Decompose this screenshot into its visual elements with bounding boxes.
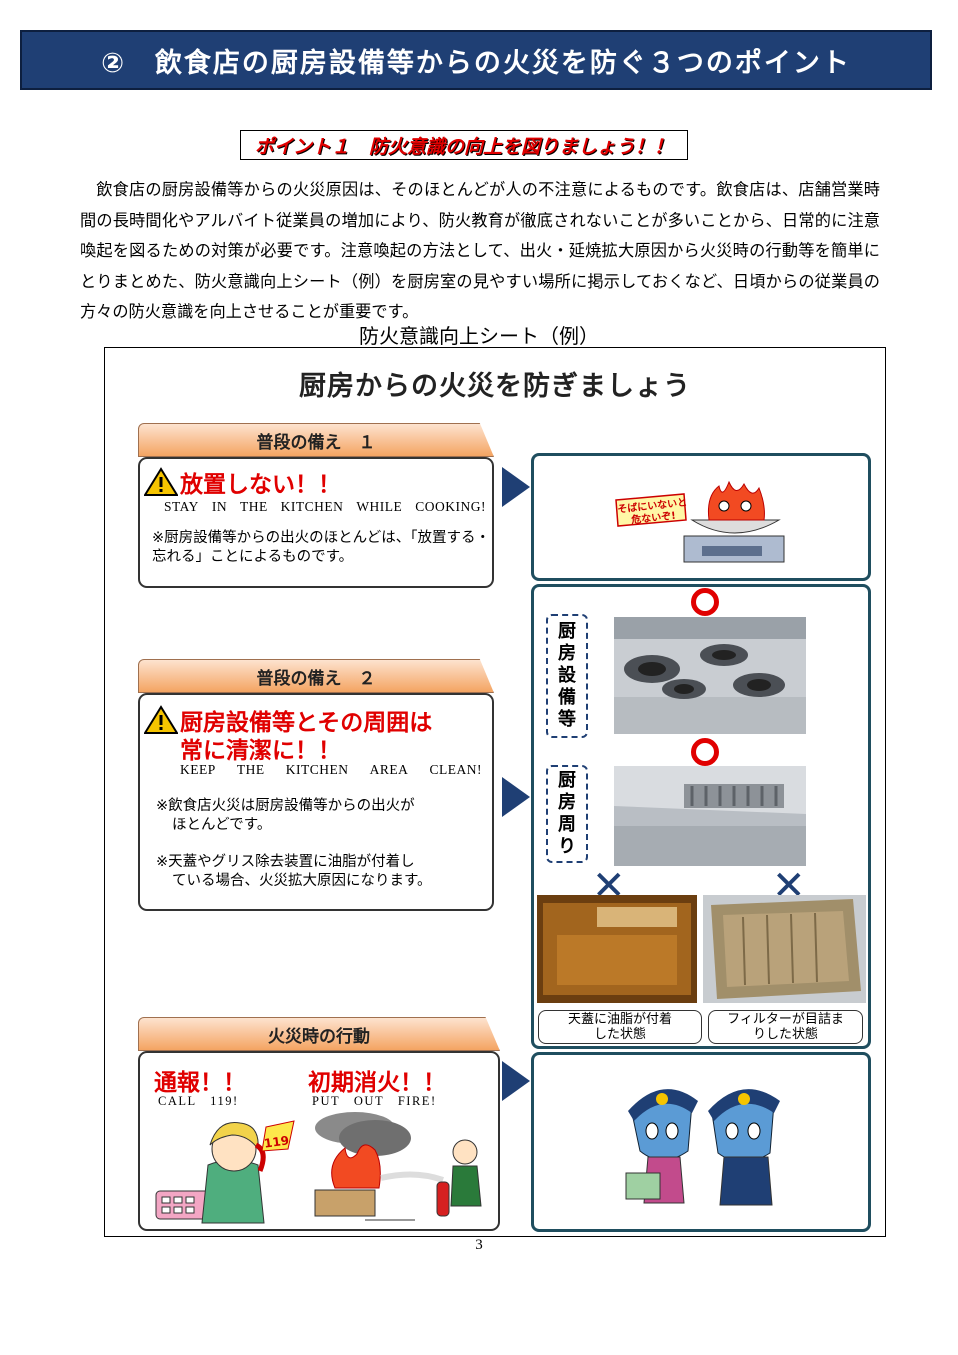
clogged-filter-photo (703, 895, 866, 1003)
section2-tab: 普段の備え ２ (138, 659, 494, 693)
section2-note2-line1: ※天蓋やグリス除去装置に油脂が付着し (156, 854, 415, 870)
extinguishing-fire-illustration (314, 1112, 482, 1221)
page-title: ② 飲食店の厨房設備等からの火災を防ぐ３つのポイント (20, 30, 932, 90)
good-mark-icon (691, 738, 719, 766)
good-mark-icon (691, 588, 719, 616)
section1-tab: 普段の備え １ (138, 423, 494, 457)
section3-tab: 火災時の行動 (138, 1017, 500, 1051)
greasy-hood-photo (537, 895, 697, 1003)
action-extinguish-english: PUT OUT FIRE! (312, 1094, 437, 1108)
clean-stove-photo (614, 617, 806, 734)
clean-hood-photo (614, 766, 806, 866)
section2-note1-line1: ※飲食店火災は厨房設備等からの出火が (156, 798, 415, 814)
sheet-caption: 防火意識向上シート（例） (359, 324, 599, 348)
section1-english: STAY IN THE KITCHEN WHILE COOKING! (164, 499, 486, 514)
warning-icon (144, 705, 178, 734)
section2-note2-line2: ている場合、火災拡大原因になります。 (172, 873, 432, 889)
section1-note: ※厨房設備等からの出火のほとんどは、「放置する・忘れる」ことによるものです。 (152, 530, 490, 565)
section3-box: 通報！！ CALL 119! 初期消火！！ PUT OUT FIRE! 119 (138, 1051, 500, 1231)
action-extinguish: 初期消火！！ (308, 1070, 446, 1096)
label-kitchen-surroundings: 厨 房 周 り (546, 765, 588, 863)
page-number: 3 (475, 1237, 483, 1253)
firefighter-mascots-illustration (625, 1089, 780, 1206)
sheet-title: 厨房からの火災を防ぎましょう (299, 371, 691, 402)
label-kitchen-equipment: 厨 房 設 備 等 (546, 614, 588, 738)
section3-mascot-box (531, 1052, 871, 1232)
intro-paragraph: 飲食店の厨房設備等からの火災原因は、そのほとんどが人の不注意によるものです。飲食… (80, 180, 880, 321)
warning-icon (144, 467, 178, 496)
calling-119-illustration (155, 1120, 295, 1224)
point1-heading: ポイント１ 防火意識の向上を図りましょう！！ (240, 130, 688, 160)
section1-box: 放置しない！！ STAY IN THE KITCHEN WHILE COOKIN… (138, 457, 494, 588)
section1-warning: 放置しない！！ (180, 472, 341, 498)
action-call-english: CALL 119! (158, 1094, 239, 1108)
section2-warning-line2: 常に清潔に！！ (180, 738, 341, 764)
section2-warning-line1: 厨房設備等とその周囲は (180, 710, 433, 736)
section2-note1-line2: ほとんどです。 (172, 817, 272, 833)
sheet-frame (104, 347, 886, 1237)
section2-box: 厨房設備等とその周囲は 常に清潔に！！ KEEP THE KITCHEN ARE… (138, 693, 494, 911)
section1-illustration-box: そばにいないと危ないぞ! (531, 453, 871, 581)
caption-greasy-hood: 天蓋に油脂が付着した状態 (538, 1010, 702, 1044)
action-call: 通報！！ (154, 1070, 246, 1096)
caption-clogged-filter: フィルターが目詰まりした状態 (708, 1010, 863, 1044)
section2-english: KEEP THE KITCHEN AREA CLEAN! (180, 762, 482, 777)
unattended-pot-illustration (615, 480, 785, 563)
